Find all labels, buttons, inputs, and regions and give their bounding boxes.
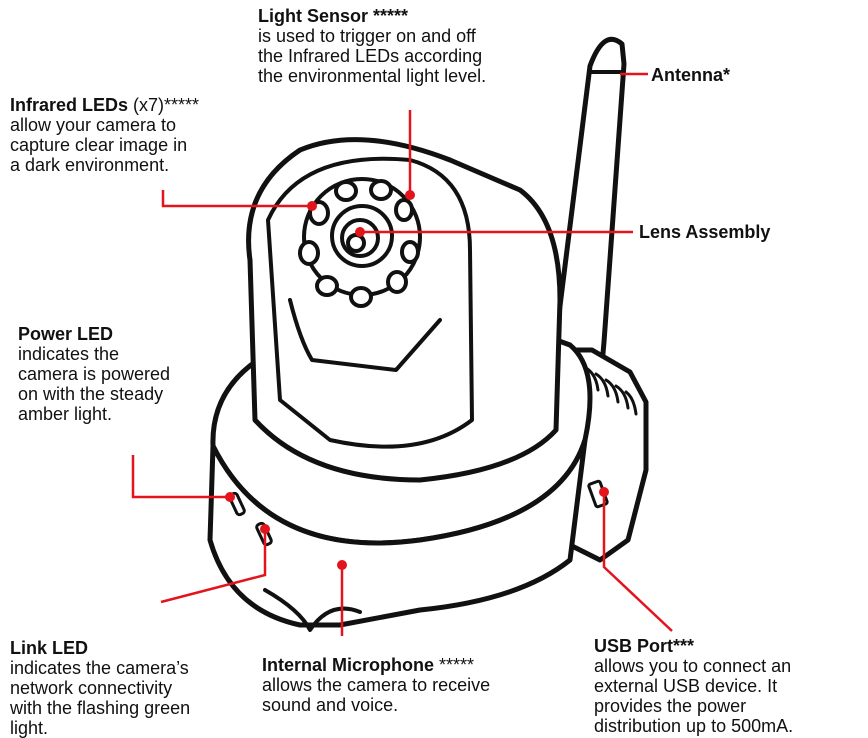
leader-link-led [160, 529, 267, 604]
leader-dots [225, 190, 609, 570]
light-sensor-desc: is used to trigger on and off the Infrar… [258, 26, 487, 86]
antenna-title: Antenna* [651, 65, 731, 85]
antenna [545, 36, 627, 413]
infrared-leds-desc: allow your camera to capture clear image… [10, 115, 188, 175]
camera-illustration [207, 36, 649, 632]
power-led-title: Power LED [18, 324, 114, 344]
callout-link-led: Link LED indicates the camera’s network … [10, 638, 190, 738]
callout-power-led: Power LED indicates the camera is powere… [18, 324, 170, 424]
callout-lens-assembly: Lens Assembly [639, 222, 770, 242]
internal-microphone-desc: allows the camera to receive sound and v… [262, 675, 491, 715]
base-body [207, 437, 588, 628]
usb-port-desc: allows you to connect an external USB de… [594, 656, 794, 736]
callout-antenna: Antenna* [651, 65, 730, 85]
link-led-desc: indicates the camera’s network connectiv… [10, 658, 191, 738]
infrared-led-ring [298, 179, 420, 308]
callout-usb-port: USB Port*** allows you to connect an ext… [594, 636, 793, 736]
lens-assembly-title: Lens Assembly [639, 222, 771, 242]
leader-infrared [161, 190, 312, 208]
infrared-leds-title: Infrared LEDs [10, 95, 129, 115]
usb-port-title: USB Port*** [594, 636, 695, 656]
leader-lines [131, 72, 673, 636]
callout-internal-microphone: Internal Microphone ***** allows the cam… [262, 655, 490, 715]
internal-microphone-title: Internal Microphone [262, 655, 435, 675]
lens-center [346, 233, 366, 253]
infrared-leds-title-suffix: (x7)***** [128, 95, 200, 115]
internal-microphone-title-suffix: ***** [434, 655, 475, 675]
leader-usb [602, 492, 673, 632]
light-sensor-title: Light Sensor ***** [258, 6, 409, 26]
callout-infrared-leds: Infrared LEDs (x7)***** allow your camer… [10, 95, 199, 175]
power-led-desc: indicates the camera is powered on with … [18, 344, 171, 424]
callout-light-sensor: Light Sensor ***** is used to trigger on… [258, 6, 486, 86]
link-led-title: Link LED [10, 638, 89, 658]
leader-power-led [131, 455, 230, 499]
